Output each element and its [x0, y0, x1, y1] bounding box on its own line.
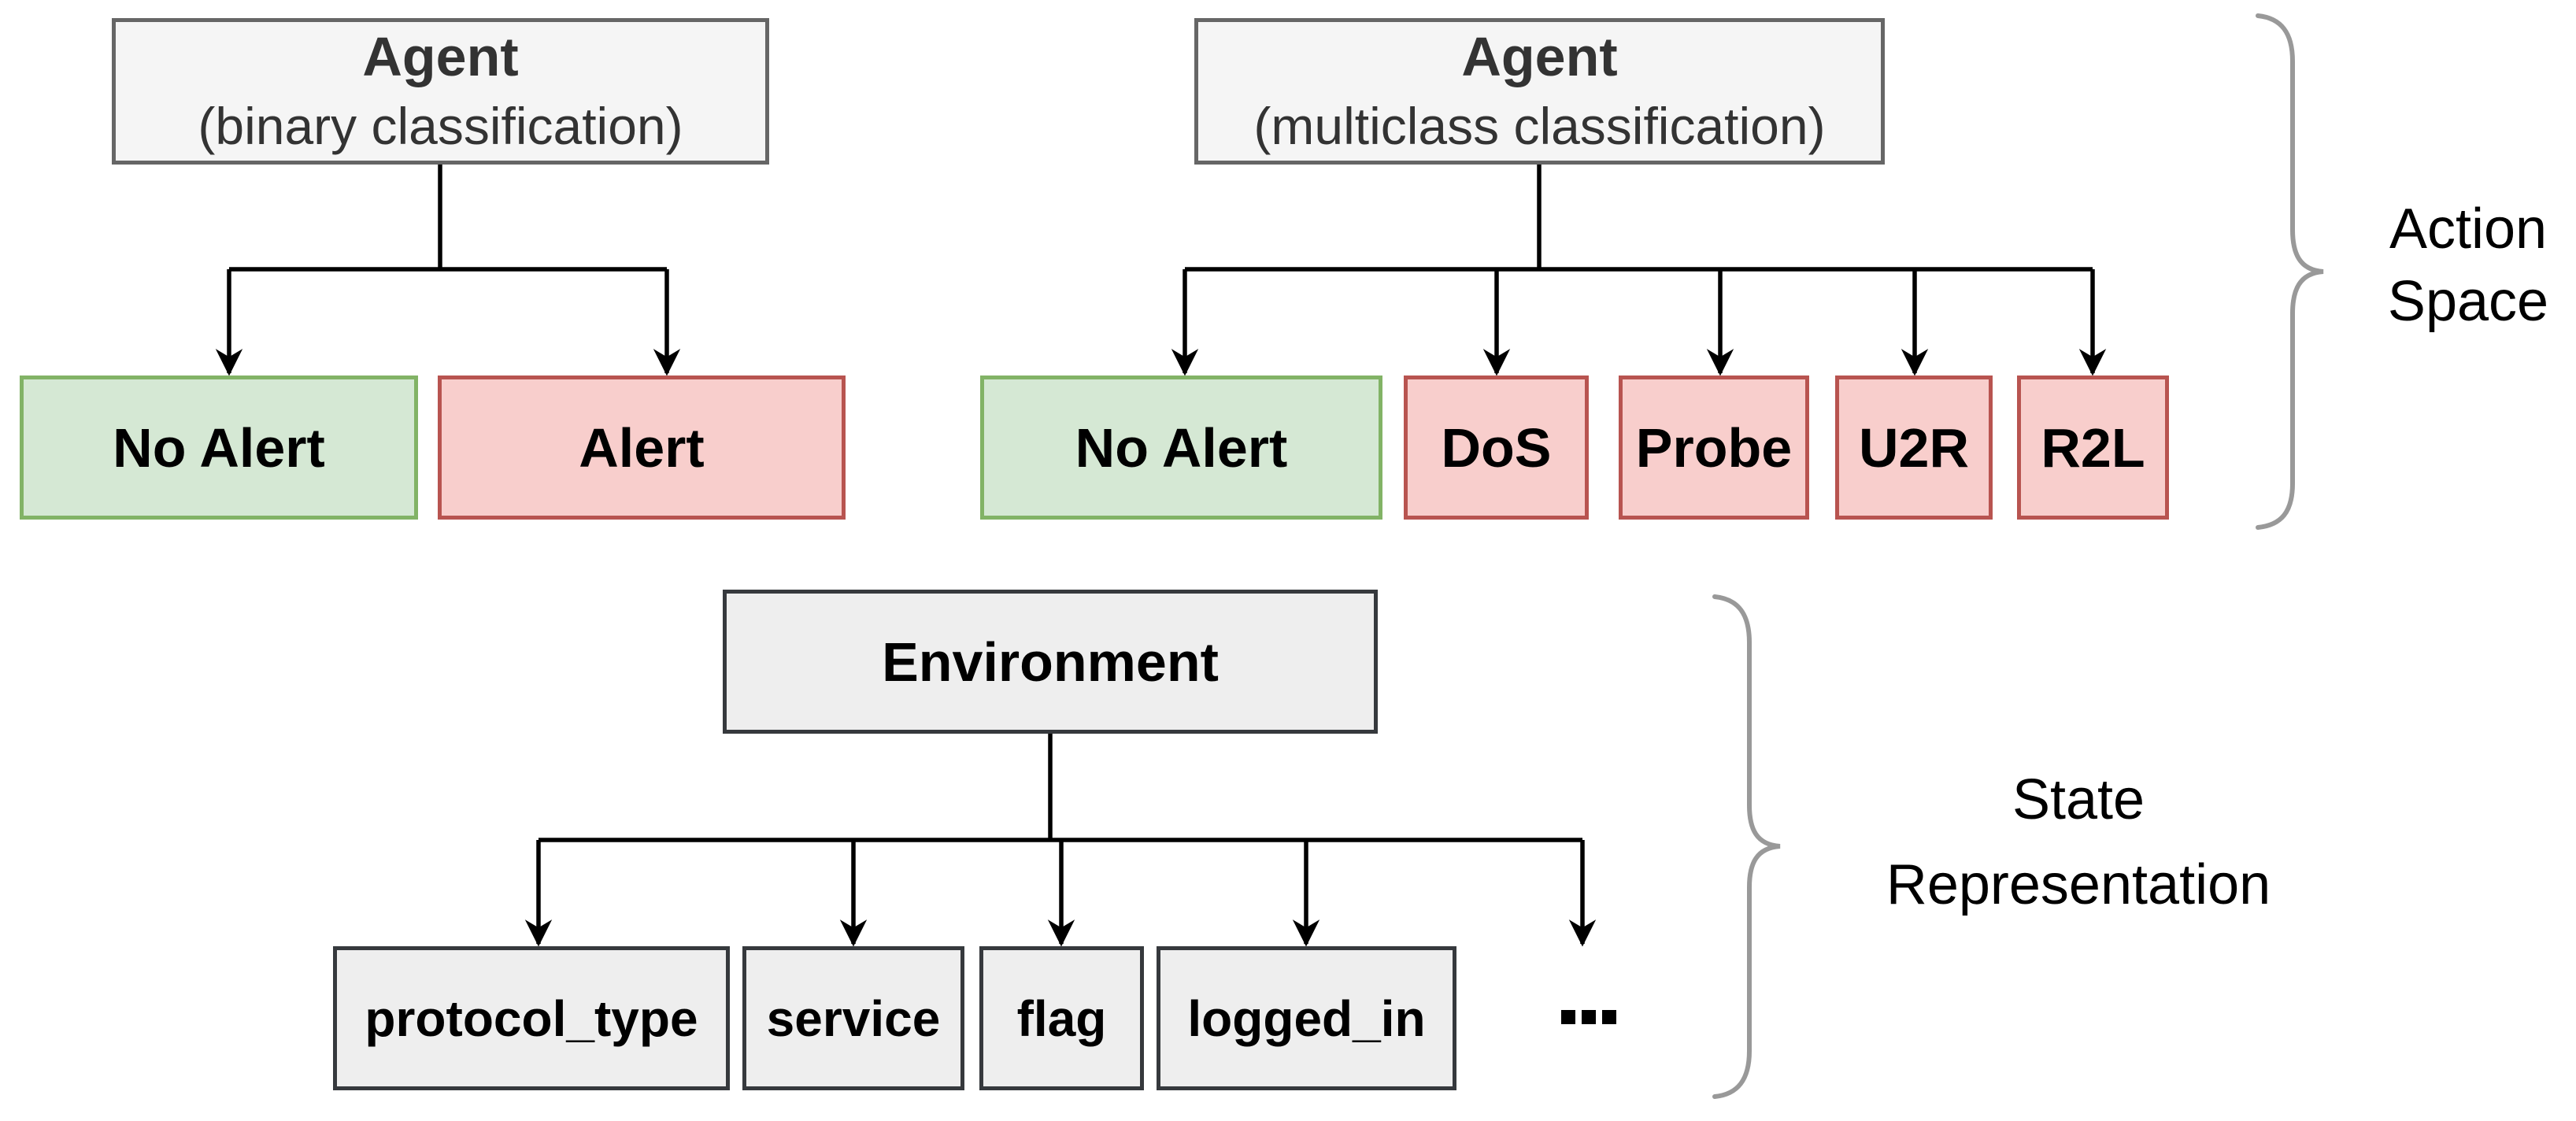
action-label: R2L [2041, 416, 2145, 479]
action-label: No Alert [113, 416, 325, 479]
agent-multiclass-title: Agent [1461, 26, 1618, 87]
agent-binary-subtitle: (binary classification) [198, 97, 683, 155]
action-box-r2l: R2L [2017, 376, 2169, 520]
environment-title: Environment [882, 631, 1219, 693]
action-box-dos: DoS [1404, 376, 1589, 520]
action-space-line1: Action [2389, 198, 2548, 261]
action-box-probe: Probe [1619, 376, 1809, 520]
agent-binary-box: Agent (binary classification) [112, 18, 769, 165]
feature-box-service: service [742, 946, 964, 1090]
ellipsis-dot [1602, 1010, 1616, 1024]
ellipsis: ... [1561, 1010, 1616, 1024]
state-representation-label: State Representation [1874, 757, 2283, 927]
action-space-label: Action Space [2342, 193, 2576, 338]
action-label: U2R [1858, 416, 1970, 479]
environment-box: Environment [723, 590, 1378, 734]
action-box-u2r: U2R [1835, 376, 1993, 520]
feature-label: service [766, 990, 941, 1047]
feature-label: flag [1016, 990, 1107, 1047]
feature-box-flag: flag [979, 946, 1144, 1090]
feature-label: protocol_type [365, 990, 698, 1047]
action-label: No Alert [1075, 416, 1288, 479]
binary-agent-connectors [215, 165, 681, 376]
action-space-line2: Space [2387, 270, 2549, 333]
ellipsis-dot [1561, 1010, 1575, 1024]
state-repr-line1: State [2012, 768, 2145, 831]
action-label: Alert [579, 416, 705, 479]
environment-connectors [524, 734, 1597, 947]
action-label: Probe [1635, 416, 1793, 479]
action-box-no-alert-binary: No Alert [20, 376, 418, 520]
feature-box-logged-in: logged_in [1157, 946, 1456, 1090]
action-box-alert: Alert [438, 376, 846, 520]
agent-multiclass-box: Agent (multiclass classification) [1194, 18, 1885, 165]
state-representation-brace [1712, 594, 1781, 1099]
agent-multiclass-subtitle: (multiclass classification) [1253, 97, 1826, 155]
state-repr-line2: Representation [1886, 853, 2271, 916]
agent-binary-title: Agent [362, 26, 519, 87]
action-label: DoS [1441, 416, 1552, 479]
action-space-brace [2256, 13, 2324, 530]
action-box-no-alert-multiclass: No Alert [980, 376, 1382, 520]
ellipsis-dot [1582, 1010, 1596, 1024]
feature-label: logged_in [1187, 990, 1426, 1047]
multiclass-agent-connectors [1171, 165, 2107, 376]
feature-box-protocol-type: protocol_type [333, 946, 730, 1090]
